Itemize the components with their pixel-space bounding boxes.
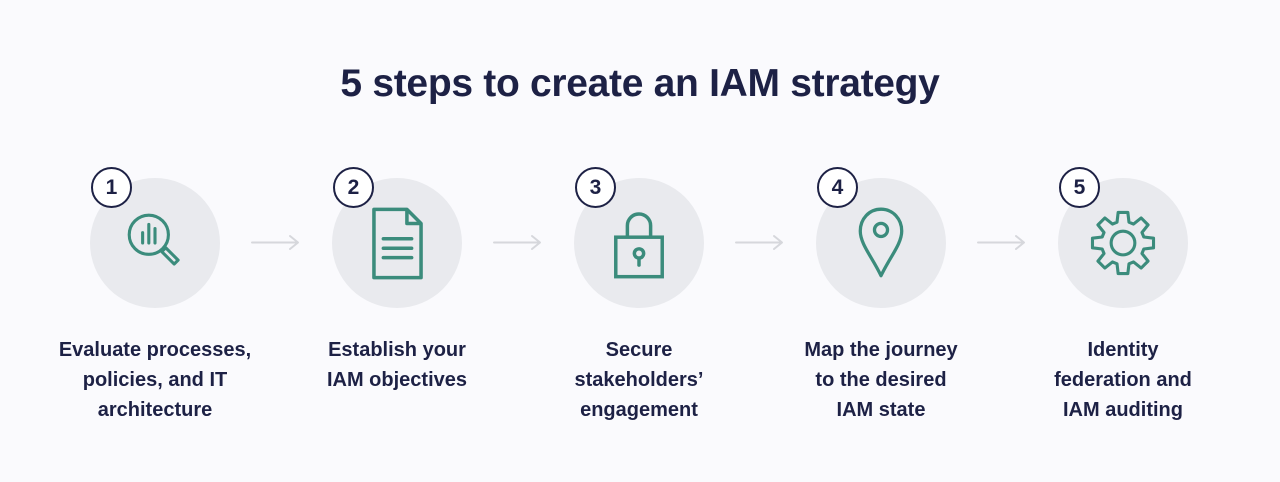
- step-1: 1 Evaluate processes, policies, and IT a…: [34, 165, 276, 425]
- step-4-icon-area: 4: [816, 167, 946, 308]
- step-5: 5 Identity federation and IAM auditing: [1002, 165, 1244, 425]
- step-2-icon-area: 2: [332, 167, 462, 308]
- step-3-icon-area: 3: [574, 167, 704, 308]
- step-1-number: 1: [105, 175, 118, 199]
- step-3-label: Secure stakeholders’ engagement: [574, 339, 704, 421]
- step-2-label: Establish your IAM objectives: [326, 339, 468, 391]
- step-5-icon-area: 5: [1058, 167, 1188, 308]
- page-title: 5 steps to create an IAM strategy: [340, 62, 940, 105]
- arrow-right-icon: [734, 234, 786, 251]
- step-3-number-badge: 3: [575, 167, 616, 208]
- map-pin-icon: [858, 207, 904, 278]
- step-3-number: 3: [589, 175, 602, 199]
- step-5-number: 5: [1073, 175, 1086, 199]
- step-1-label: Evaluate processes, policies, and IT arc…: [58, 339, 252, 421]
- document-icon: [371, 207, 423, 279]
- step-1-number-badge: 1: [91, 167, 132, 208]
- step-4: 4 Map the journey to the desired IAM sta…: [760, 165, 1002, 425]
- step-3: 3 Secure stakeholders’ engagement: [518, 165, 760, 425]
- arrow-right-icon: [976, 234, 1028, 251]
- step-4-number: 4: [831, 175, 844, 199]
- step-5-number-badge: 5: [1059, 167, 1100, 208]
- gear-icon: [1090, 210, 1156, 276]
- step-2-number: 2: [347, 175, 360, 199]
- arrow-right-icon: [250, 234, 302, 251]
- step-4-label: Map the journey to the desired IAM state: [804, 339, 958, 421]
- step-5-label: Identity federation and IAM auditing: [1054, 339, 1192, 421]
- arrow-right-icon: [492, 234, 544, 251]
- step-2: 2 Establish your IAM objectives: [276, 165, 518, 395]
- step-2-number-badge: 2: [333, 167, 374, 208]
- lock-icon: [614, 212, 664, 279]
- search-analytics-icon: [127, 213, 180, 266]
- step-1-icon-area: 1: [90, 167, 220, 308]
- step-4-number-badge: 4: [817, 167, 858, 208]
